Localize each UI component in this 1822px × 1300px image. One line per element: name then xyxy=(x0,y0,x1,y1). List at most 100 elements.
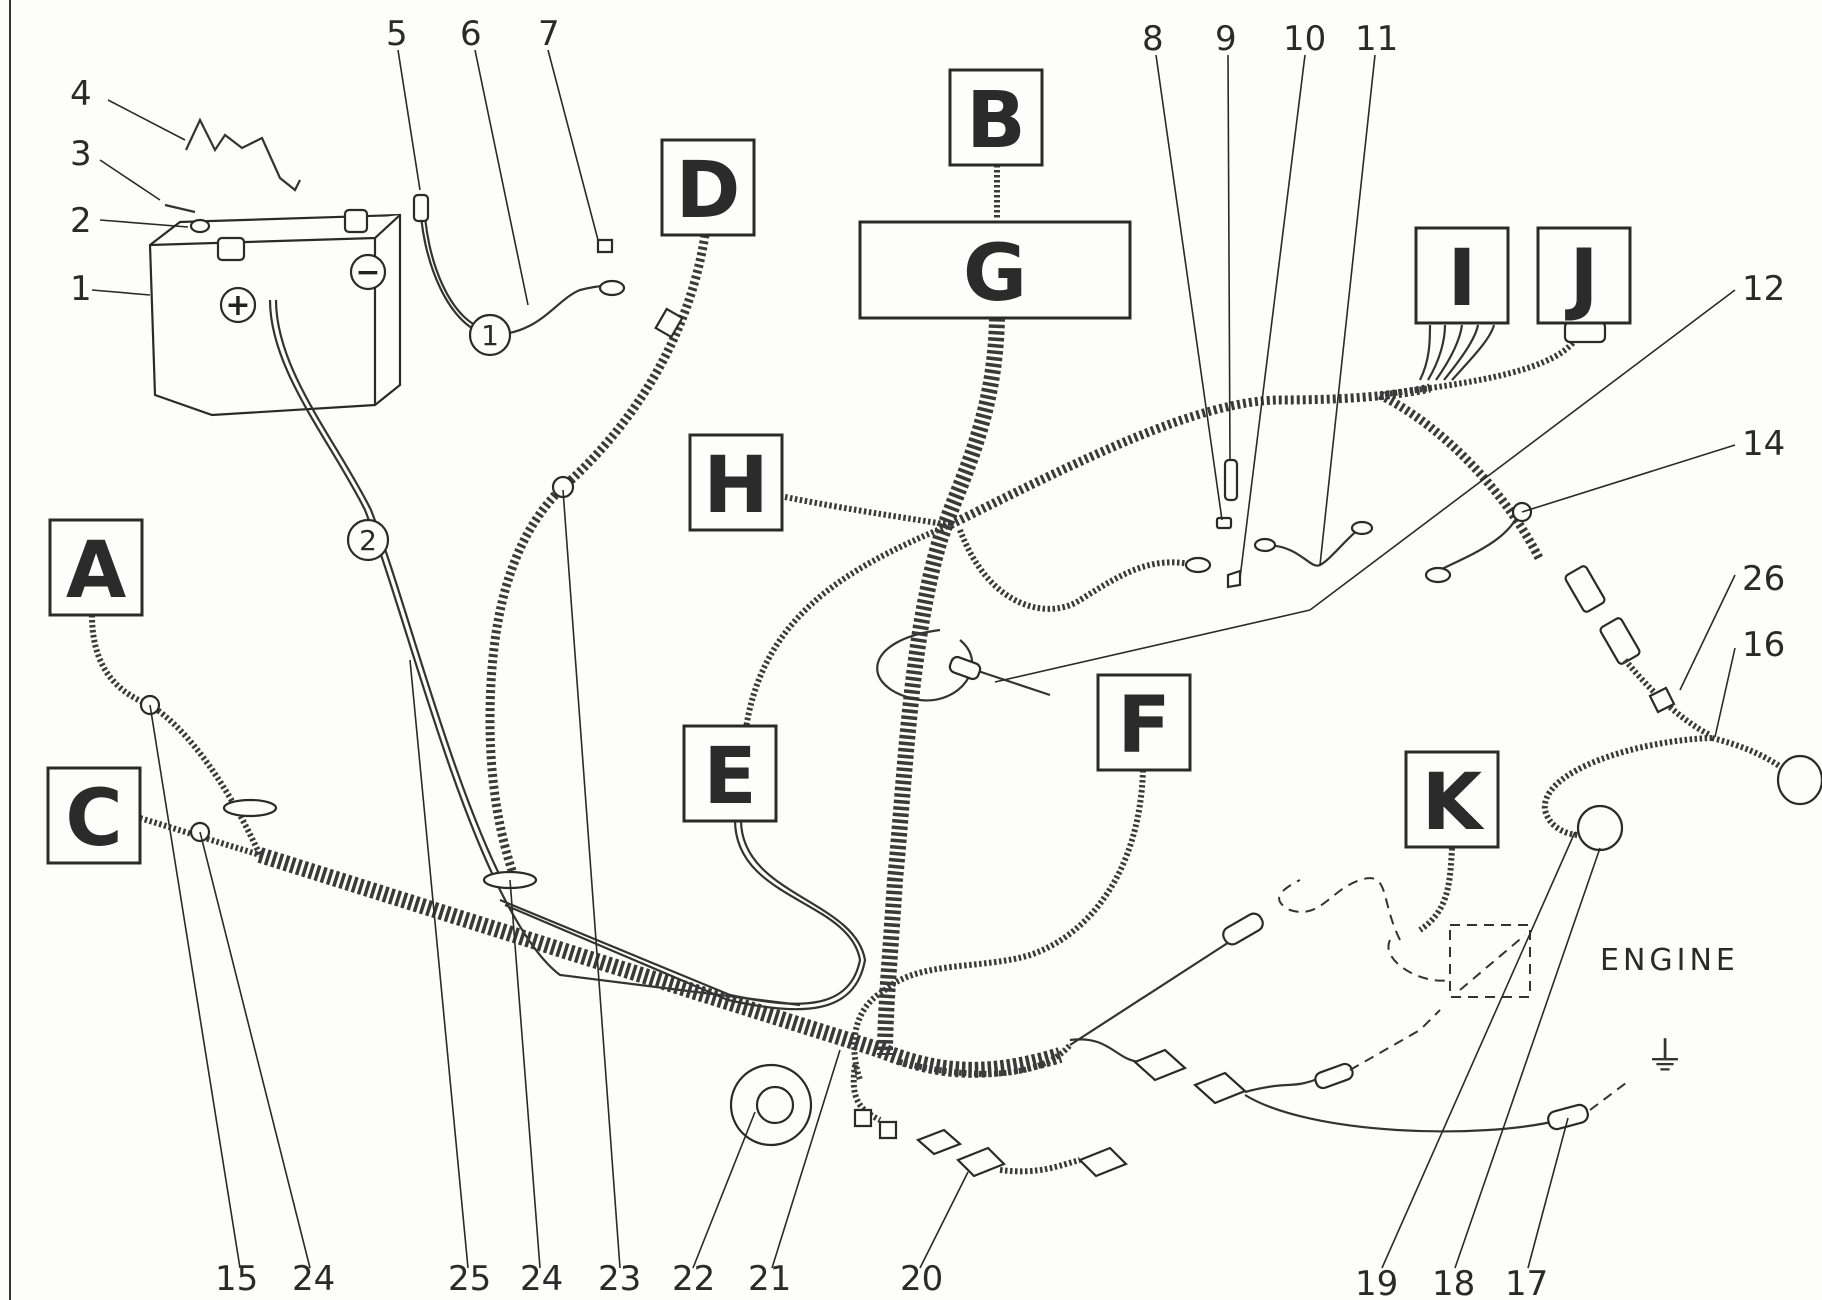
harness-G-trunk xyxy=(877,317,1005,1056)
circled-1 xyxy=(468,313,512,357)
box-G: G xyxy=(858,220,1132,320)
connector-14b xyxy=(1599,617,1641,665)
terminal-14 xyxy=(1424,566,1452,584)
engine-block xyxy=(1449,924,1531,998)
harness-20 xyxy=(850,1064,882,1123)
circled-1-label: 1 xyxy=(481,319,499,352)
battery-cable-2 xyxy=(268,299,801,1007)
battery-strap xyxy=(185,117,301,192)
connector-J xyxy=(1563,320,1607,344)
box-B: B xyxy=(948,68,1044,167)
connector-20b xyxy=(956,1146,1006,1178)
svg-text:G: G xyxy=(963,229,1027,319)
main-harness-C xyxy=(139,815,261,858)
harness-I-wires xyxy=(1419,324,1496,381)
svg-text:C: C xyxy=(65,774,122,864)
circled-2-label: 2 xyxy=(359,524,377,557)
clip-20a xyxy=(853,1108,873,1128)
battery: + − xyxy=(148,208,402,417)
cable-1-terminal xyxy=(598,279,626,297)
callout-24-right: 24 xyxy=(520,1259,563,1299)
engine-dashed-outline xyxy=(1278,877,1451,982)
grommet-A xyxy=(222,798,278,818)
engine-label: ENGINE xyxy=(1600,943,1739,978)
callout-2: 2 xyxy=(70,201,92,241)
svg-text:H: H xyxy=(703,441,768,531)
clip-26 xyxy=(1648,686,1676,714)
box-J: J xyxy=(1536,226,1632,325)
battery-minus: − xyxy=(355,255,380,290)
ground-wire-long xyxy=(1244,1094,1561,1133)
svg-text:E: E xyxy=(703,732,756,822)
leader-lines xyxy=(91,49,1736,1269)
svg-text:K: K xyxy=(1422,758,1485,848)
svg-text:I: I xyxy=(1447,234,1476,324)
harness-H xyxy=(784,494,951,528)
callout-9: 9 xyxy=(1215,19,1237,59)
callout-17: 17 xyxy=(1505,1264,1548,1300)
callout-12: 12 xyxy=(1742,269,1785,309)
engine-wire-2 xyxy=(1069,1038,1141,1064)
battery-plus: + xyxy=(225,288,250,323)
harness-J xyxy=(1379,338,1578,398)
part-8 xyxy=(1215,516,1233,530)
connector-diamond-2 xyxy=(1192,1071,1248,1105)
connector-diamond-1 xyxy=(1132,1048,1188,1082)
main-harness xyxy=(257,847,1063,1078)
callout-25: 25 xyxy=(448,1259,491,1299)
svg-text:B: B xyxy=(966,76,1025,166)
wire-11 xyxy=(1264,527,1361,567)
part-10 xyxy=(1226,569,1242,589)
ground-symbol: ⏚ xyxy=(1645,1034,1685,1080)
callout-1: 1 xyxy=(70,269,92,309)
connector-14a xyxy=(1564,565,1606,613)
callout-24-left: 24 xyxy=(292,1259,335,1299)
ground-wire xyxy=(1244,1076,1321,1094)
battery-cable-1 xyxy=(418,194,613,337)
battery-nut xyxy=(189,218,211,234)
part-9 xyxy=(1223,458,1239,502)
clip-7 xyxy=(596,238,614,254)
lamp-18 xyxy=(1576,804,1624,852)
box-K: K xyxy=(1404,750,1500,849)
box-I: I xyxy=(1414,226,1510,325)
harness-right xyxy=(899,1042,1073,1077)
grommet-22 xyxy=(729,1063,813,1147)
box-E: E xyxy=(682,724,778,823)
callout-11: 11 xyxy=(1355,19,1398,59)
box-D: D xyxy=(660,138,756,237)
callout-6: 6 xyxy=(460,14,482,54)
harness-right-branch xyxy=(1377,390,1545,563)
clip-20b xyxy=(878,1120,898,1140)
callout-5: 5 xyxy=(386,14,408,54)
lamp-16 xyxy=(1776,754,1822,806)
harness-D xyxy=(485,234,710,882)
svg-text:F: F xyxy=(1117,681,1170,771)
ground-terminal-17 xyxy=(1547,1103,1589,1131)
harness-16-right xyxy=(1711,735,1787,773)
harness-I-J xyxy=(947,383,1432,530)
callout-23: 23 xyxy=(598,1259,641,1299)
wire-14 xyxy=(1439,509,1522,571)
battery-bolt xyxy=(164,203,196,214)
callout-15: 15 xyxy=(215,1259,258,1299)
clip-D xyxy=(654,307,684,339)
callout-22: 22 xyxy=(672,1259,715,1299)
connector-20a xyxy=(915,1128,963,1156)
callout-16: 16 xyxy=(1742,625,1785,665)
callout-10: 10 xyxy=(1283,19,1326,59)
svg-text:A: A xyxy=(66,526,126,616)
engine-wire xyxy=(1069,934,1241,1046)
box-C: C xyxy=(46,766,142,865)
callout-18: 18 xyxy=(1432,1264,1475,1300)
svg-text:D: D xyxy=(676,146,741,236)
cable-1-clamp xyxy=(412,193,430,223)
callout-20: 20 xyxy=(900,1259,943,1299)
harness-E xyxy=(742,522,952,736)
box-H: H xyxy=(688,433,784,532)
harness-K xyxy=(1418,847,1455,933)
wire-E xyxy=(499,819,862,1005)
svg-text:J: J xyxy=(1564,234,1598,324)
harness-19 xyxy=(1541,735,1713,838)
callout-26: 26 xyxy=(1742,559,1785,599)
